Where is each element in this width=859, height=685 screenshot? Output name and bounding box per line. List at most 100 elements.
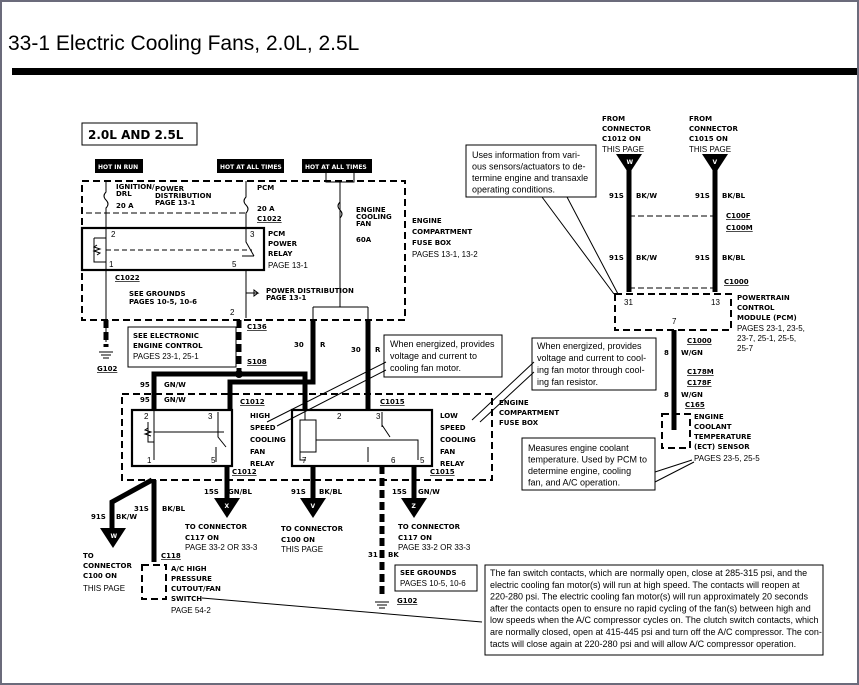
fan-resistor — [299, 419, 317, 453]
pcm-module — [614, 293, 732, 331]
to-connector-label: C117 ON — [185, 534, 219, 542]
ac-switch-label: SWITCH — [171, 595, 202, 603]
fuse-box-label: COMPARTMENT — [412, 228, 472, 236]
low-relay-label: RELAY — [440, 460, 465, 468]
connector-c1000: C1000 — [687, 337, 712, 345]
power-dist-label: POWER — [155, 185, 185, 193]
from-connector-label: FROM — [689, 115, 712, 123]
pcm-pages: 25-7 — [737, 344, 754, 353]
gnw-wire — [151, 371, 308, 410]
callout-text: determine engine, cooling — [528, 466, 631, 476]
arrow-icon — [246, 289, 260, 297]
leader — [471, 361, 535, 423]
callout-text: are normally closed, open at 415-445 psi… — [490, 627, 822, 637]
see-eec-label: ENGINE CONTROL — [133, 342, 203, 350]
ign-fuse-label: IGNITION/ — [116, 183, 155, 191]
to-connector-w-letter: W — [111, 533, 118, 540]
fuse-box-pages: PAGES 13-1, 13-2 — [412, 250, 478, 259]
pcm-relay-label: PCM — [268, 230, 285, 238]
from-connector-page: THIS PAGE — [689, 145, 731, 154]
lower-fuse-box — [121, 393, 493, 481]
to-connector-label: CONNECTOR — [83, 562, 132, 570]
red-wire-high — [227, 320, 316, 410]
callout-ect — [521, 437, 656, 491]
pin: 1 — [109, 260, 114, 269]
pin: 3 — [376, 412, 381, 421]
see-eec-box — [127, 326, 237, 368]
fan-fuse-label: COOLING — [356, 213, 392, 221]
hot-label: HOT AT ALL TIMES — [220, 164, 282, 171]
high-relay-label: HIGH — [250, 412, 270, 420]
wire-circuit: 31 — [368, 551, 378, 559]
to-connector-x-arrow-icon — [214, 498, 240, 518]
connector-c118: C118 — [161, 552, 181, 560]
connector-c1015: C1015 — [430, 468, 455, 476]
from-connector-label: C1015 ON — [689, 135, 728, 143]
ect-sensor-label: ENGINE — [694, 413, 724, 421]
ac-switch-page: PAGE 54-2 — [171, 606, 211, 615]
pin: 31 — [624, 298, 633, 307]
connector-c165: C165 — [685, 401, 705, 409]
to-connector-page: THIS PAGE — [83, 584, 125, 593]
wire-circuit: 15S — [392, 488, 407, 496]
pcm-fuse-wire — [242, 181, 255, 318]
from-connector-label: C1012 ON — [602, 135, 641, 143]
high-relay-label: RELAY — [250, 460, 275, 468]
wire-circuit: 30 — [294, 341, 304, 349]
fan-fuse-label: FAN — [356, 220, 371, 228]
wire-circuit: 91S — [695, 254, 710, 262]
connector-c1015: C1015 — [380, 398, 405, 406]
to-connector-z-letter: Z — [412, 503, 417, 510]
fuse-box-label: ENGINE — [412, 217, 442, 225]
ignition-fuse-wire — [103, 181, 109, 342]
wire-circuit: 91S — [291, 488, 306, 496]
fan-fuse-wire — [312, 170, 369, 320]
relay-page: PAGE 13-1 — [268, 261, 308, 270]
callout-text: ing fan resistor. — [537, 377, 598, 387]
relay-coil-icon — [92, 237, 106, 263]
callout-text: 220-280 psi. The electric cooling fan mo… — [490, 592, 808, 602]
see-grounds-label: SEE GROUNDS — [129, 290, 186, 298]
pin: 2 — [111, 230, 116, 239]
wire-circuit: 30 — [351, 346, 361, 354]
to-connector-x-letter: X — [225, 503, 230, 510]
low-speed-relay — [290, 408, 434, 468]
to-connector-z-arrow-icon — [401, 498, 427, 518]
ect-sensor — [661, 413, 691, 449]
fuse-60a-icon — [337, 201, 343, 219]
power-dist-label: PAGE 13-1 — [155, 199, 196, 207]
callout-high-relay — [383, 334, 503, 378]
high-speed-relay — [130, 408, 234, 468]
pin: 3 — [208, 412, 213, 421]
hot-in-run-badge — [95, 159, 143, 173]
callout-text: cooling fan motor. — [390, 363, 461, 373]
wire-color: BK/W — [636, 192, 657, 200]
ground-icon — [99, 351, 113, 359]
from-connector-w-letter: W — [627, 159, 634, 166]
connector-c178m: C178M — [687, 368, 714, 376]
pcm-relay-label: POWER — [268, 240, 298, 248]
pcm-pages: PAGES 23-1, 23-5, — [737, 324, 805, 333]
header-rule — [12, 68, 857, 75]
see-grounds-pages: PAGES 10-5, 10-6 — [400, 579, 466, 588]
to-connector-label: C100 ON — [281, 536, 315, 544]
pcm-fuse-label: PCM — [257, 184, 274, 192]
low-relay-label: SPEED — [440, 424, 466, 432]
ect-sensor-label: COOLANT — [694, 423, 732, 431]
wire-color: GN/W — [164, 381, 186, 389]
callout-text: fan, and A/C operation. — [528, 478, 620, 488]
see-grounds-box — [394, 564, 478, 592]
wire-circuit: 15S — [204, 488, 219, 496]
pin: 7 — [302, 456, 307, 465]
see-grounds-label: PAGES 10-5, 10-6 — [129, 298, 197, 306]
engine-label: 2.0L AND 2.5L — [88, 128, 184, 142]
callout-text: ous sensors/actuators to de- — [472, 162, 586, 172]
ign-fuse-label: DRL — [116, 190, 132, 198]
wire-circuit: 91S — [609, 192, 624, 200]
connector-c100m: C100M — [726, 224, 753, 232]
callout-text: electric cooling fan motor(s) will run a… — [490, 580, 800, 590]
wire-color: BK/BL — [722, 254, 746, 262]
to-connector-page: THIS PAGE — [281, 545, 323, 554]
